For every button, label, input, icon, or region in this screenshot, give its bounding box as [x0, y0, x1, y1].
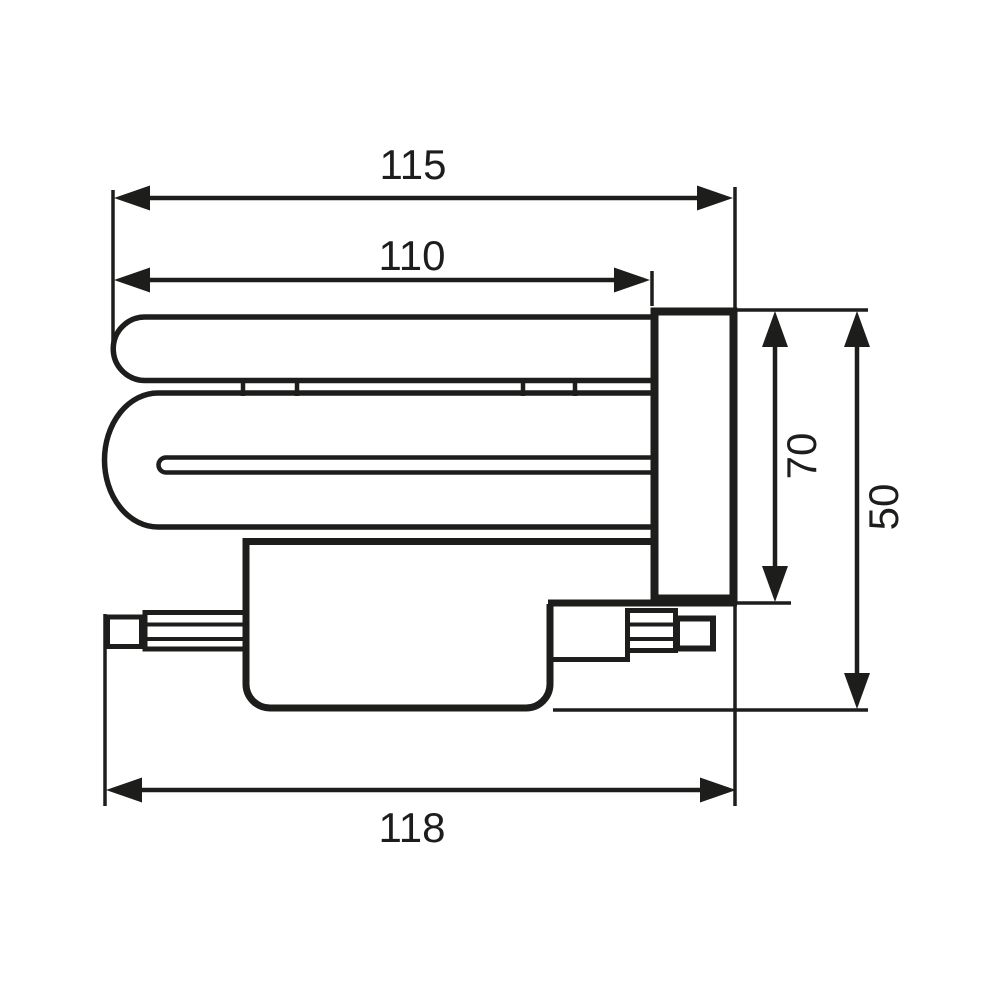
arrowhead-width-top-right	[697, 185, 733, 211]
arrowhead-width-tube-left	[114, 267, 150, 293]
lamp-middle-tube-outline	[101, 390, 657, 530]
dim-label-height-overall: 50	[860, 483, 907, 531]
left-pin-end-square	[105, 614, 144, 649]
arrowhead-height-overall-top	[844, 311, 870, 347]
left-pin-ribbed	[142, 610, 250, 652]
arrowhead-width-bottom-right	[700, 777, 736, 803]
lamp-tube-inner-slot	[156, 455, 657, 475]
dim-label-width-top: 115	[379, 141, 447, 188]
arrowhead-width-bottom-left	[106, 777, 142, 803]
ballast-housing-outline	[242, 538, 657, 712]
right-connector-tip	[674, 615, 716, 652]
dim-label-width-tube: 110	[378, 232, 446, 279]
arrowhead-width-tube-right	[614, 267, 650, 293]
lamp-end-cap	[650, 307, 738, 603]
dim-label-height-cap: 70	[778, 432, 825, 480]
right-connector-step	[550, 609, 630, 662]
arrowhead-height-cap-bottom	[762, 566, 788, 602]
arrowhead-height-overall-bottom	[844, 673, 870, 709]
right-connector-ribbed	[625, 608, 678, 653]
dim-label-width-bottom: 118	[378, 804, 446, 851]
arrowhead-height-cap-top	[762, 311, 788, 347]
lamp-top-tube-outline	[110, 314, 657, 384]
arrowhead-width-top-left	[114, 185, 150, 211]
